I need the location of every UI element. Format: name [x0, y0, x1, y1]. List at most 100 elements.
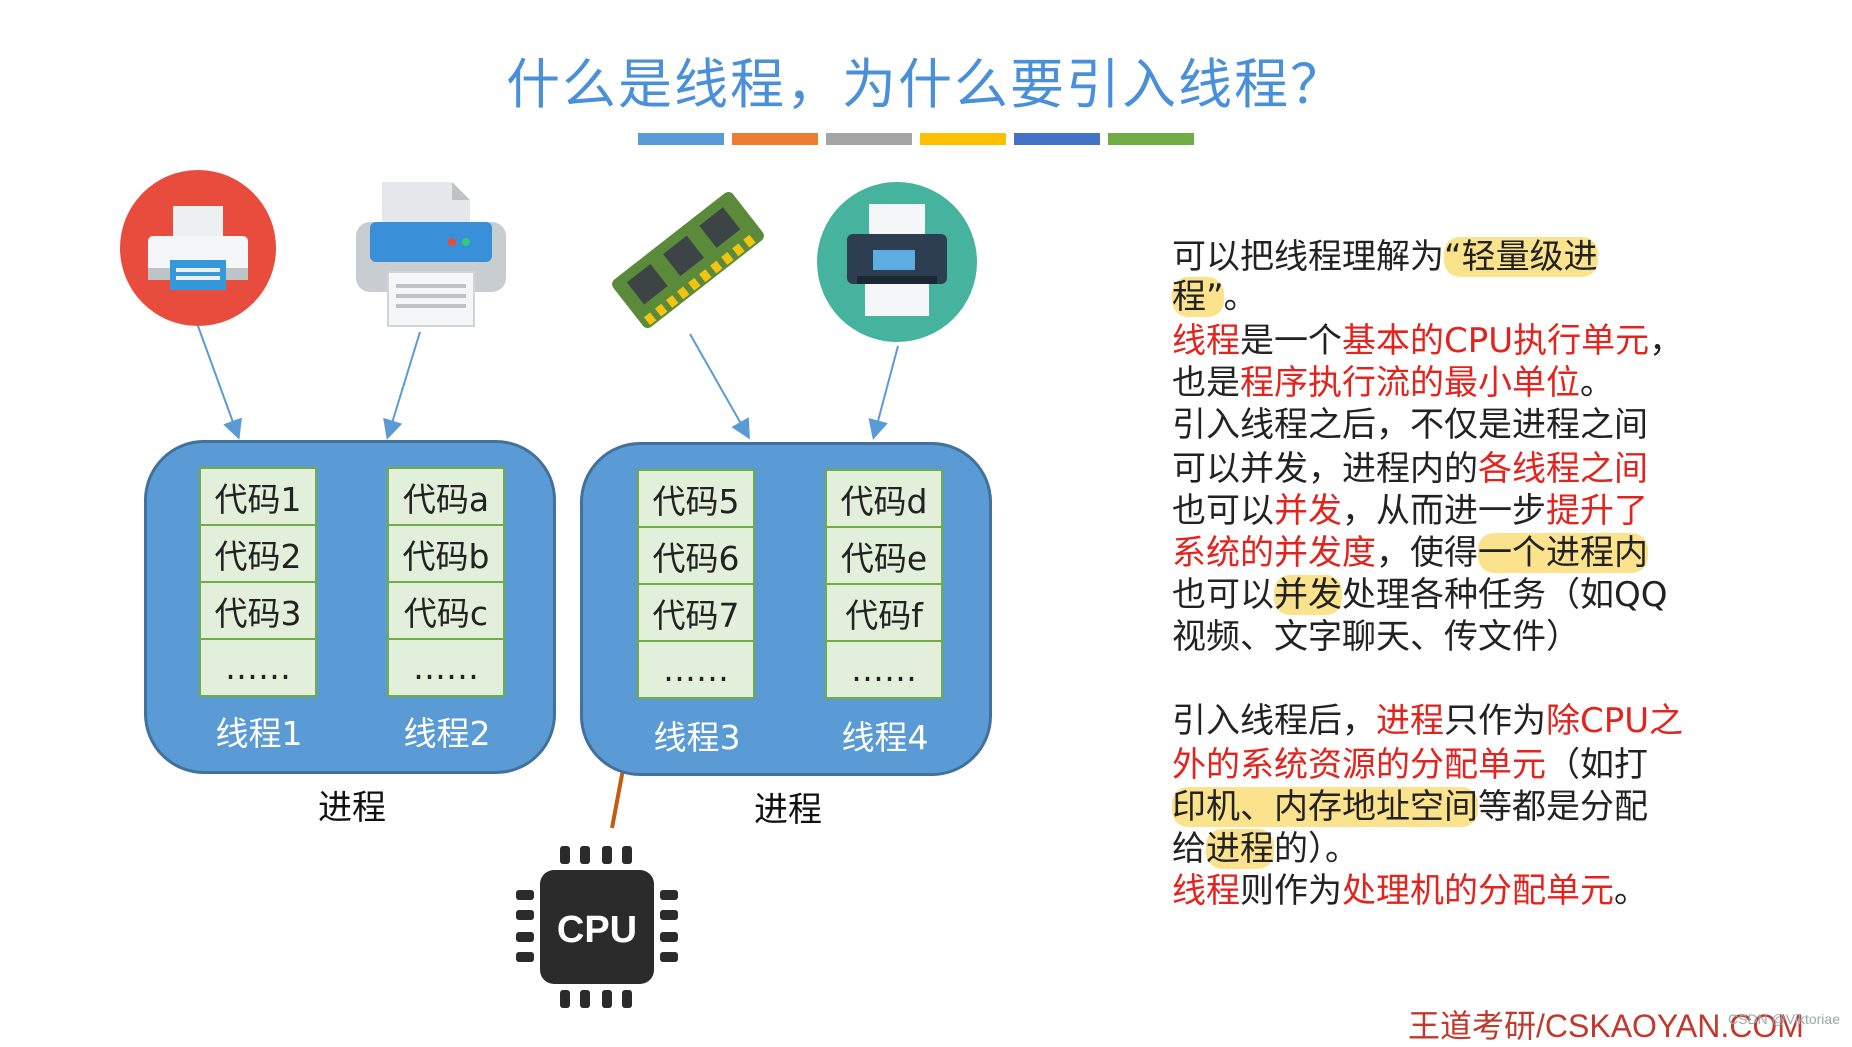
text-span: 则作为	[1240, 871, 1342, 911]
code-cell: 代码5	[637, 469, 755, 528]
thread-column-4: 代码d 代码e 代码f ……	[825, 469, 943, 699]
text-line-6: 可以并发，进程内的各线程之间	[1172, 448, 1648, 490]
red-span: 进程	[1376, 701, 1444, 741]
code-cell: 代码3	[199, 581, 317, 640]
code-cell: 代码7	[637, 583, 755, 642]
thread-label-4: 线程4	[841, 718, 929, 757]
color-bar-gray	[826, 133, 912, 145]
code-cell: 代码e	[825, 526, 943, 585]
red-span: 提升了	[1546, 491, 1648, 531]
text-span: 也是	[1172, 363, 1240, 403]
text-span: 。	[1580, 363, 1614, 403]
red-span: 程序执行流的最小单位	[1240, 363, 1580, 403]
cpu-label: CPU	[557, 909, 637, 951]
thread-column-3: 代码5 代码6 代码7 ……	[637, 469, 755, 699]
arrow-memory-to-thread3	[689, 333, 750, 440]
thread-label-1: 线程1	[215, 714, 303, 753]
text-span: 的）。	[1274, 829, 1359, 869]
text-line-5: 引入线程之后，不仅是进程之间	[1172, 404, 1648, 446]
text-span: ，使得	[1376, 533, 1478, 573]
text-line-9: 也可以并发处理各种任务（如QQ	[1172, 574, 1668, 616]
memory-chip-icon	[612, 191, 764, 329]
cpu-chip-icon: CPU	[516, 846, 678, 1008]
text-line-11: 引入线程后，进程只作为除CPU之	[1172, 700, 1683, 742]
color-bar-green	[1108, 133, 1194, 145]
text-span: 引入线程后，	[1172, 701, 1376, 741]
text-span: 。	[1614, 871, 1648, 911]
arrow-printer1-to-thread1	[197, 325, 242, 440]
thread-column-1: 代码1 代码2 代码3 ……	[199, 467, 317, 697]
text-span: 是一个	[1240, 321, 1342, 361]
text-span: 可以把线程理解为	[1172, 237, 1444, 277]
red-span: 系统的并发度	[1172, 533, 1376, 573]
arrow-printer2-to-thread2	[383, 331, 421, 440]
text-line-1: 可以把线程理解为“轻量级进	[1172, 236, 1598, 278]
code-cell: ……	[199, 638, 317, 697]
process-box-2: 代码5 代码6 代码7 …… 代码d 代码e 代码f …… 线程3 线程4	[580, 442, 992, 776]
text-line-2: 程”。	[1172, 276, 1258, 318]
code-cell: 代码2	[199, 524, 317, 583]
color-bar-yellow	[920, 133, 1006, 145]
text-span: 视频、文字聊天、传文件）	[1172, 617, 1580, 657]
code-cell: 代码c	[387, 581, 505, 640]
color-bar-blue	[638, 133, 724, 145]
code-cell: ……	[637, 640, 755, 699]
watermark: CSDN @Viktoriae	[1728, 1011, 1840, 1027]
thread-column-2: 代码a 代码b 代码c ……	[387, 467, 505, 697]
text-line-10: 视频、文字聊天、传文件）	[1172, 616, 1580, 658]
text-span: 等都是分配	[1478, 787, 1648, 827]
code-cell: ……	[387, 638, 505, 697]
code-cell: 代码6	[637, 526, 755, 585]
code-cell: 代码b	[387, 524, 505, 583]
code-cell: ……	[825, 640, 943, 699]
code-cell: 代码f	[825, 583, 943, 642]
red-span: 线程	[1172, 321, 1240, 361]
text-line-4: 也是程序执行流的最小单位。	[1172, 362, 1614, 404]
color-bar-darkblue	[1014, 133, 1100, 145]
text-span: 处理各种任务（如QQ	[1342, 575, 1668, 615]
highlight-span: “轻量级进	[1444, 237, 1598, 277]
red-span: 并发	[1274, 491, 1342, 531]
text-span: 引入线程之后，不仅是进程之间	[1172, 405, 1648, 445]
red-span: 线程	[1172, 871, 1240, 911]
code-cell: 代码1	[199, 467, 317, 526]
printer-icon	[356, 182, 506, 327]
color-bar-orange	[732, 133, 818, 145]
text-span: 可以并发，进程内的	[1172, 449, 1478, 489]
highlight-span: 印机、内存地址空间	[1172, 787, 1478, 827]
code-cell: 代码d	[825, 469, 943, 528]
text-line-8: 系统的并发度，使得一个进程内	[1172, 532, 1648, 574]
text-line-14: 给进程的）。	[1172, 828, 1359, 870]
red-span: 各线程之间	[1478, 449, 1648, 489]
text-span: 给	[1172, 829, 1206, 869]
red-span: 外的系统资源的分配单元	[1172, 745, 1546, 785]
text-span: ，从而进一步	[1342, 491, 1546, 531]
printer-icon	[817, 182, 977, 342]
thread-label-2: 线程2	[403, 714, 491, 753]
text-span: 。	[1223, 277, 1258, 317]
text-line-13: 印机、内存地址空间等都是分配	[1172, 786, 1648, 828]
text-line-12: 外的系统资源的分配单元（如打	[1172, 744, 1648, 786]
process-label-2: 进程	[754, 790, 822, 830]
red-span: 基本的CPU执行单元	[1342, 321, 1650, 361]
process-box-1: 代码1 代码2 代码3 …… 代码a 代码b 代码c …… 线程1 线程2	[144, 440, 556, 774]
highlight-span: 进程	[1206, 829, 1274, 869]
red-span: 除CPU之	[1546, 701, 1684, 741]
highlight-span: 并发	[1274, 575, 1342, 615]
process-label-1: 进程	[318, 788, 386, 828]
text-span: 也可以	[1172, 575, 1274, 615]
arrow-printer3-to-thread4	[868, 345, 899, 440]
text-line-7: 也可以并发，从而进一步提升了	[1172, 490, 1648, 532]
page-title: 什么是线程，为什么要引入线程？	[506, 53, 1346, 116]
thread-label-3: 线程3	[653, 718, 741, 757]
text-span: ，	[1649, 321, 1684, 361]
text-span: 只作为	[1444, 701, 1546, 741]
highlight-span: 一个进程内	[1478, 533, 1648, 573]
highlight-span: 程”	[1172, 277, 1224, 317]
text-line-15: 线程则作为处理机的分配单元。	[1172, 870, 1648, 912]
text-line-3: 线程是一个基本的CPU执行单元，	[1172, 320, 1683, 362]
printer-icon	[120, 170, 276, 326]
text-span: （如打	[1546, 745, 1648, 785]
code-cell: 代码a	[387, 467, 505, 526]
red-span: 处理机的分配单元	[1342, 871, 1614, 911]
